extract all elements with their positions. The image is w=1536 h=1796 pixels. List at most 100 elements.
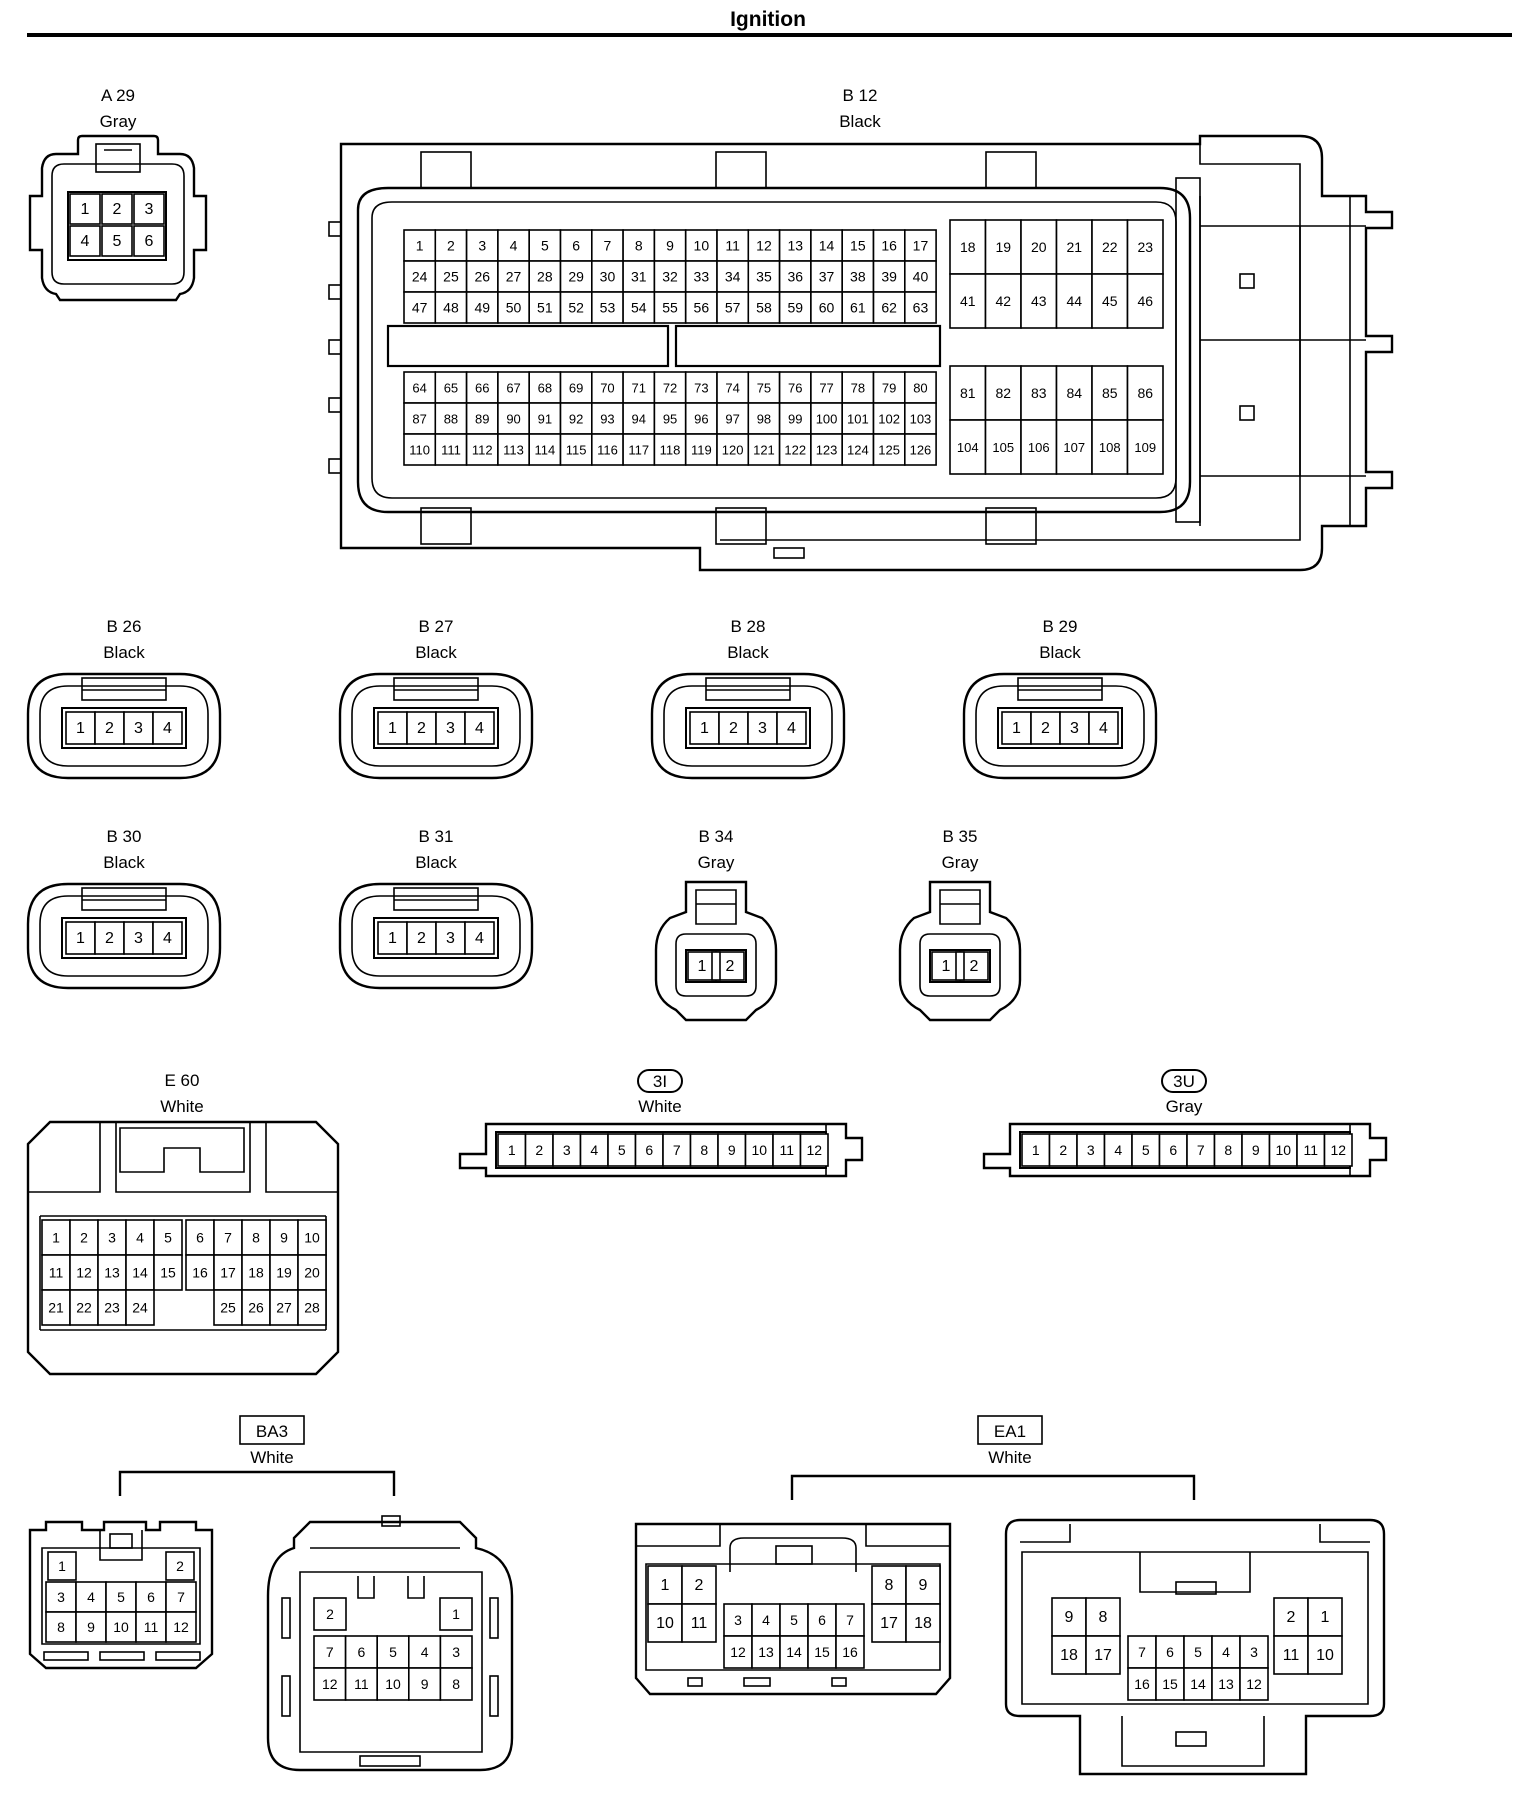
pin-3: 3 — [133, 193, 165, 225]
connector-color: Gray — [100, 112, 137, 131]
pin-5: 5 — [528, 229, 562, 262]
pin-4: 4 — [464, 711, 495, 745]
pin-3: 3 — [723, 1603, 753, 1637]
pin-8: 8 — [45, 1611, 77, 1643]
svg-text:8: 8 — [1099, 1609, 1108, 1626]
svg-text:6: 6 — [645, 1142, 653, 1158]
svg-text:6: 6 — [358, 1644, 366, 1660]
svg-text:68: 68 — [538, 381, 552, 396]
pin-42: 42 — [984, 273, 1022, 329]
pin-91: 91 — [528, 402, 562, 435]
pin-67: 67 — [497, 371, 530, 404]
svg-text:6: 6 — [572, 238, 580, 254]
pin-26: 26 — [241, 1289, 271, 1326]
svg-text:97: 97 — [725, 412, 739, 427]
svg-text:4: 4 — [762, 1612, 770, 1628]
pin-41: 41 — [949, 273, 987, 329]
svg-text:5: 5 — [113, 233, 122, 250]
pin-1: 1 — [497, 1133, 527, 1167]
svg-text:3: 3 — [1250, 1644, 1258, 1660]
pin-121: 121 — [747, 433, 781, 466]
svg-text:26: 26 — [474, 269, 490, 285]
svg-text:60: 60 — [819, 300, 835, 316]
pin-21: 21 — [1055, 219, 1093, 275]
svg-text:1: 1 — [1012, 720, 1021, 737]
svg-text:1: 1 — [661, 1577, 670, 1594]
svg-text:12: 12 — [756, 238, 772, 254]
svg-text:17: 17 — [913, 238, 929, 254]
pin-80: 80 — [903, 371, 937, 404]
pin-27: 27 — [497, 260, 530, 293]
connector-outline — [28, 134, 208, 302]
pin-3: 3 — [1076, 1133, 1106, 1167]
svg-text:28: 28 — [537, 269, 553, 285]
svg-text:115: 115 — [566, 443, 587, 458]
svg-text:5: 5 — [389, 1644, 397, 1660]
pin-105: 105 — [984, 419, 1022, 475]
svg-text:4: 4 — [81, 233, 90, 250]
svg-text:3: 3 — [734, 1612, 742, 1628]
svg-text:17: 17 — [1094, 1647, 1112, 1664]
connector-inner — [51, 163, 185, 285]
svg-text:3: 3 — [758, 720, 767, 737]
pin-106: 106 — [1020, 419, 1058, 475]
svg-text:17: 17 — [220, 1265, 236, 1281]
svg-text:4: 4 — [510, 238, 518, 254]
pin-74: 74 — [716, 371, 750, 404]
pin-63: 63 — [903, 291, 937, 324]
pin-6: 6 — [1155, 1635, 1185, 1669]
pin-16: 16 — [835, 1635, 865, 1669]
pin-4: 4 — [464, 921, 495, 955]
svg-text:9: 9 — [87, 1619, 95, 1635]
svg-text:10: 10 — [751, 1142, 767, 1158]
pin-3: 3 — [435, 711, 466, 745]
pin-2: 2 — [313, 1597, 347, 1631]
svg-text:108: 108 — [1099, 440, 1121, 455]
pin-5: 5 — [607, 1133, 637, 1167]
pin-2: 2 — [524, 1133, 554, 1167]
svg-text:66: 66 — [475, 381, 489, 396]
svg-text:24: 24 — [132, 1300, 148, 1316]
svg-text:43: 43 — [1031, 293, 1047, 309]
connector-code: EA1 — [994, 1422, 1026, 1441]
pin-9: 9 — [75, 1611, 107, 1643]
svg-text:69: 69 — [569, 381, 583, 396]
svg-text:99: 99 — [788, 412, 802, 427]
connector-color: White — [638, 1097, 681, 1116]
pin-22: 22 — [69, 1289, 99, 1326]
svg-text:1: 1 — [58, 1558, 66, 1574]
pin-2: 2 — [406, 921, 437, 955]
svg-text:31: 31 — [631, 269, 647, 285]
svg-text:28: 28 — [304, 1300, 320, 1316]
pin-56: 56 — [684, 291, 718, 324]
svg-text:12: 12 — [173, 1619, 189, 1635]
pin-6: 6 — [807, 1603, 837, 1637]
pin-3: 3 — [465, 229, 499, 262]
pin-97: 97 — [716, 402, 750, 435]
svg-text:11: 11 — [1303, 1142, 1318, 1158]
svg-text:21: 21 — [48, 1300, 64, 1316]
connector-code: B 34 — [699, 827, 734, 846]
svg-text:3: 3 — [1070, 720, 1079, 737]
svg-text:103: 103 — [910, 412, 932, 427]
connector-color: Black — [103, 643, 145, 662]
connector-code-box — [239, 1415, 305, 1445]
pin-30: 30 — [590, 260, 624, 293]
pin-38: 38 — [841, 260, 875, 293]
pin-6: 6 — [344, 1635, 379, 1669]
pin-34: 34 — [716, 260, 750, 293]
connector-code: B 26 — [107, 617, 142, 636]
svg-text:100: 100 — [816, 412, 838, 427]
pin-10: 10 — [1268, 1133, 1298, 1167]
svg-text:13: 13 — [1218, 1676, 1234, 1692]
pin-37: 37 — [810, 260, 844, 293]
pin-17: 17 — [903, 229, 937, 262]
connector-code: B 12 — [843, 86, 878, 105]
pin-4: 4 — [125, 1219, 155, 1256]
svg-text:73: 73 — [694, 381, 708, 396]
